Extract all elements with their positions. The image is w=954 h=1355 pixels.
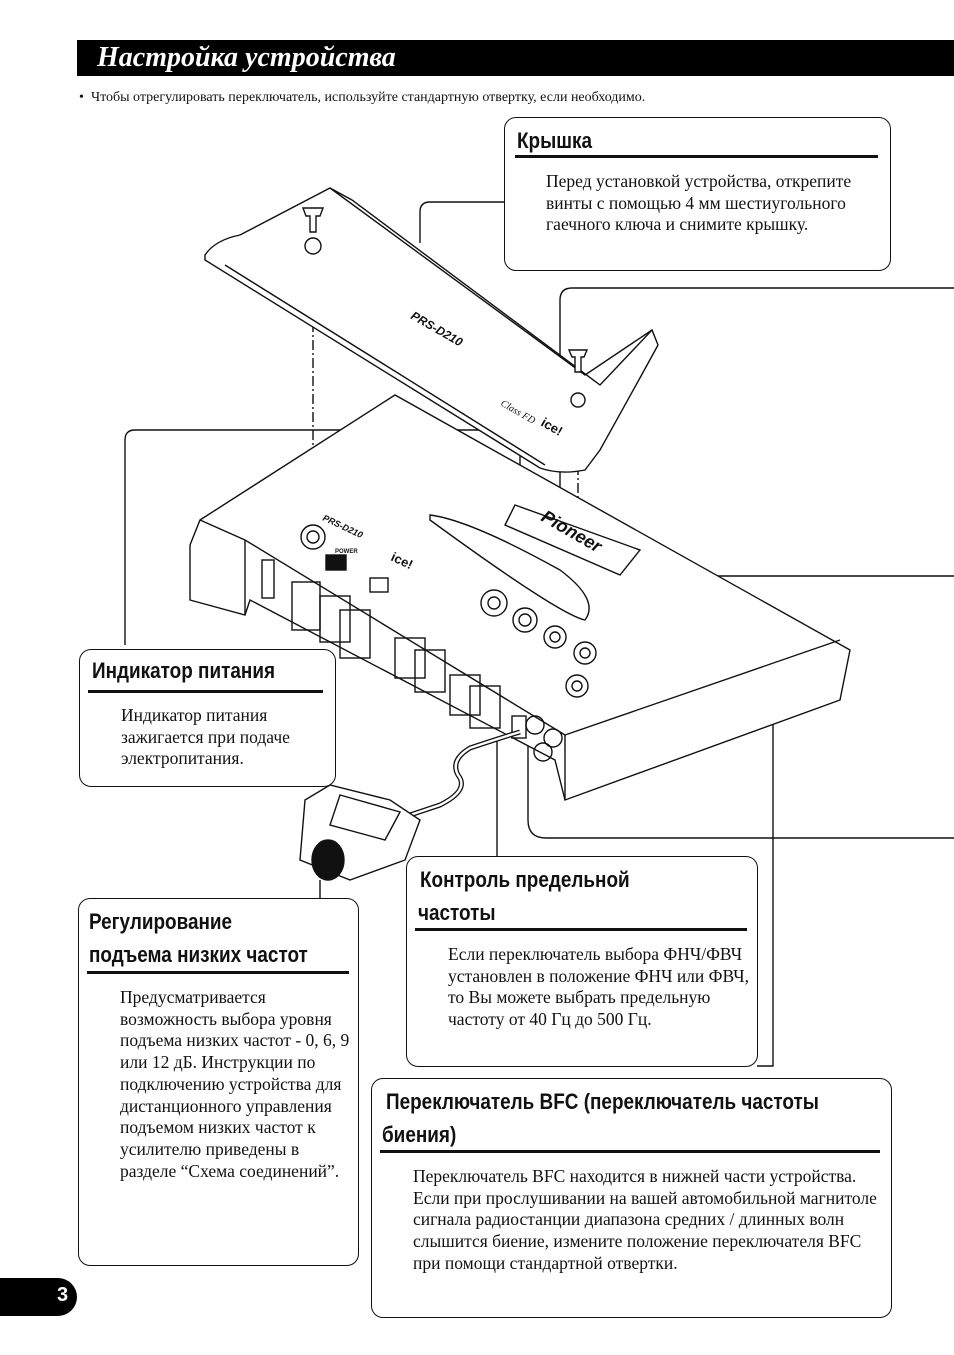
callout-cover: Крышка Перед установкой устройства, откр…	[504, 117, 891, 271]
callout-cutoff-title-line2: частоты	[418, 900, 496, 925]
page-title: Настройка устройства	[97, 42, 396, 73]
callout-cutoff-title-line1: Контроль предельной	[420, 867, 630, 892]
callout-bfc-rule	[380, 1150, 880, 1153]
callout-power-indicator-title: Индикатор питания	[92, 658, 275, 683]
callout-bass-boost-title-line1: Регулирование	[89, 909, 233, 934]
callout-bass-boost-rule	[87, 971, 349, 974]
callout-cutoff-frequency: Контроль предельной частоты Если переклю…	[406, 856, 758, 1067]
page-number: 3	[57, 1284, 69, 1306]
callout-bass-boost-text: Предусматривается возможность выбора уро…	[120, 987, 350, 1181]
instruction-note-text: Чтобы отрегулировать переключатель, испо…	[91, 90, 646, 105]
page-number-tab: 3	[0, 1278, 77, 1316]
title-bar: Настройка устройства	[77, 40, 954, 76]
callout-cover-rule	[515, 155, 878, 158]
callout-bfc-switch: Переключатель BFC (переключатель частоты…	[371, 1078, 892, 1318]
callout-power-indicator-text: Индикатор питания зажигается при подаче …	[121, 705, 290, 769]
callout-power-indicator-rule	[88, 690, 323, 693]
callout-bass-boost-title-line2: подъема низких частот	[89, 942, 308, 967]
power-label-text: POWER	[335, 549, 358, 555]
callout-power-indicator: Индикатор питания Индикатор питания зажи…	[79, 649, 336, 787]
callout-cutoff-text: Если переключатель выбора ФНЧ/ФВЧ устано…	[448, 944, 750, 1030]
callout-bfc-text: Переключатель BFC находится в нижней час…	[413, 1166, 877, 1273]
callout-bass-boost: Регулирование подъема низких частот Пред…	[78, 898, 359, 1266]
callout-bfc-title-line2: биения)	[382, 1122, 457, 1147]
callout-bfc-title-line1: Переключатель BFC (переключатель частоты	[386, 1089, 819, 1114]
instruction-note: • Чтобы отрегулировать переключатель, исп…	[79, 90, 645, 106]
callout-cutoff-rule	[415, 928, 747, 931]
bullet-icon: •	[79, 90, 84, 105]
callout-cover-title: Крышка	[517, 128, 593, 153]
callout-cover-text: Перед установкой устройства, открепите в…	[546, 171, 852, 235]
